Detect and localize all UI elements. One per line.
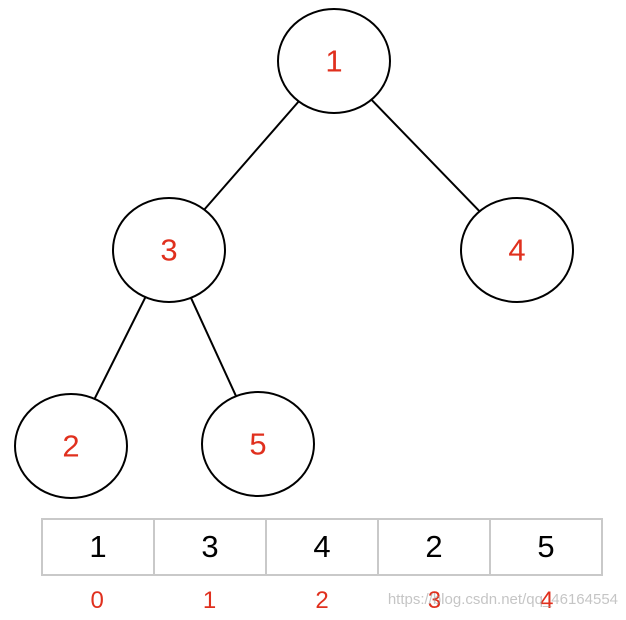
tree-node-label-1: 3 [160,233,177,268]
tree-node-circle-3 [14,393,128,499]
tree-node-0: 1 [277,8,391,114]
array-cell-1: 3 [153,520,265,574]
tree-node-label-4: 5 [249,427,266,462]
array-index-2: 2 [315,587,329,614]
tree-nodes: 1 3 4 2 5 [14,8,574,499]
tree-edges [93,98,481,400]
array-row: 1 3 4 2 5 [41,518,603,576]
tree-node-circle-2 [460,197,574,303]
tree-node-label-2: 4 [508,233,525,268]
tree-node-3: 2 [14,393,128,499]
array-index-1: 1 [202,587,217,614]
array-index-0: 0 [90,587,104,614]
tree-edge-2 [93,296,147,400]
array-cell-0: 1 [89,529,107,564]
watermark-text: https://blog.csdn.net/qq_46164554 [387,591,618,608]
tree-edge-0 [203,100,300,211]
array-index-4: 4 [540,587,554,614]
array-cell-4: 5 [489,520,601,574]
tree-node-4: 5 [201,391,315,497]
array-cell-2: 4 [265,520,377,574]
tree-node-circle-4 [201,391,315,497]
array-index-row: 0 1 2 3 4 [41,584,603,618]
tree-node-1: 3 [112,197,226,303]
tree-edge-1 [370,98,481,213]
tree-node-label-0: 1 [325,44,342,79]
tree-edge-3 [190,297,237,397]
tree-node-label-3: 2 [62,429,79,464]
array-index-3: 3 [427,587,442,614]
tree-node-2: 4 [460,197,574,303]
array-cell-3: 2 [377,520,489,574]
tree-node-circle-0 [277,8,391,114]
tree-node-circle-1 [112,197,226,303]
